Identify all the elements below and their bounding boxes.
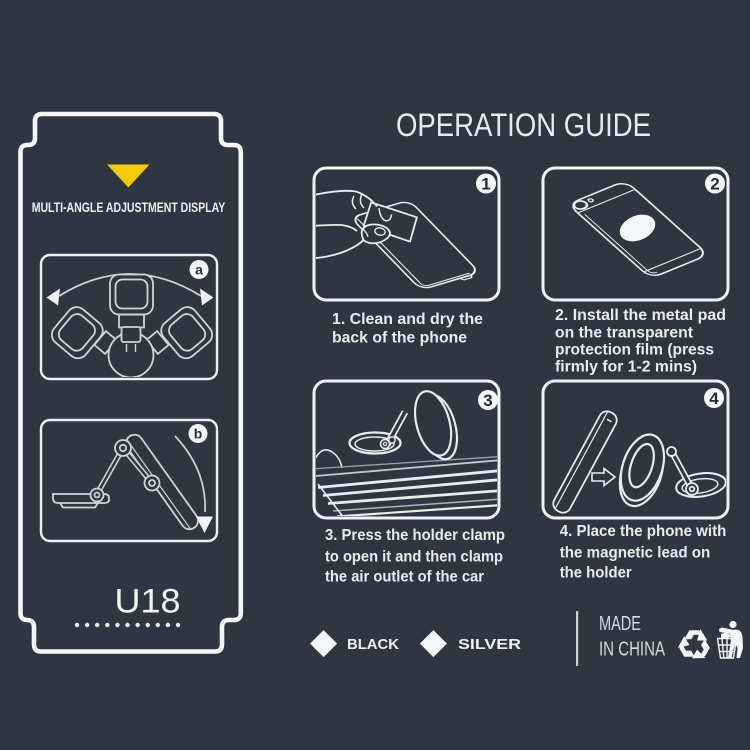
svg-text:b: b xyxy=(194,426,203,442)
svg-text:the air outlet of the car: the air outlet of the car xyxy=(325,568,484,585)
svg-text:1: 1 xyxy=(481,175,490,194)
svg-text:protection film (press: protection film (press xyxy=(555,342,714,359)
svg-text:2: 2 xyxy=(710,175,719,194)
svg-text:BLACK: BLACK xyxy=(347,636,399,653)
svg-text:IN CHINA: IN CHINA xyxy=(599,639,665,661)
svg-text:MADE: MADE xyxy=(599,613,641,635)
svg-text:3. Press the holder clamp: 3. Press the holder clamp xyxy=(325,527,505,544)
svg-text:back of the phone: back of the phone xyxy=(332,330,467,347)
svg-text:MULTI-ANGLE ADJUSTMENT DISPLAY: MULTI-ANGLE ADJUSTMENT DISPLAY xyxy=(32,200,226,215)
svg-text:to open it and then clamp: to open it and then clamp xyxy=(325,548,503,565)
svg-text:firmly for 1-2 mins): firmly for 1-2 mins) xyxy=(555,359,697,376)
svg-text:OPERATION GUIDE: OPERATION GUIDE xyxy=(396,107,651,143)
svg-text:3: 3 xyxy=(483,391,492,410)
svg-text:2. Install the metal pad: 2. Install the metal pad xyxy=(555,307,726,324)
svg-text:4. Place the phone with: 4. Place the phone with xyxy=(560,523,727,540)
svg-text:the magnetic lead on: the magnetic lead on xyxy=(560,544,711,561)
svg-text:SILVER: SILVER xyxy=(458,636,521,653)
svg-text:a: a xyxy=(195,262,203,278)
svg-text:U18: U18 xyxy=(115,583,181,621)
svg-text:the holder: the holder xyxy=(560,564,632,581)
svg-text:4: 4 xyxy=(709,389,719,408)
svg-text:1. Clean and dry the: 1. Clean and dry the xyxy=(332,311,483,328)
svg-text:on the transparent: on the transparent xyxy=(555,324,694,341)
